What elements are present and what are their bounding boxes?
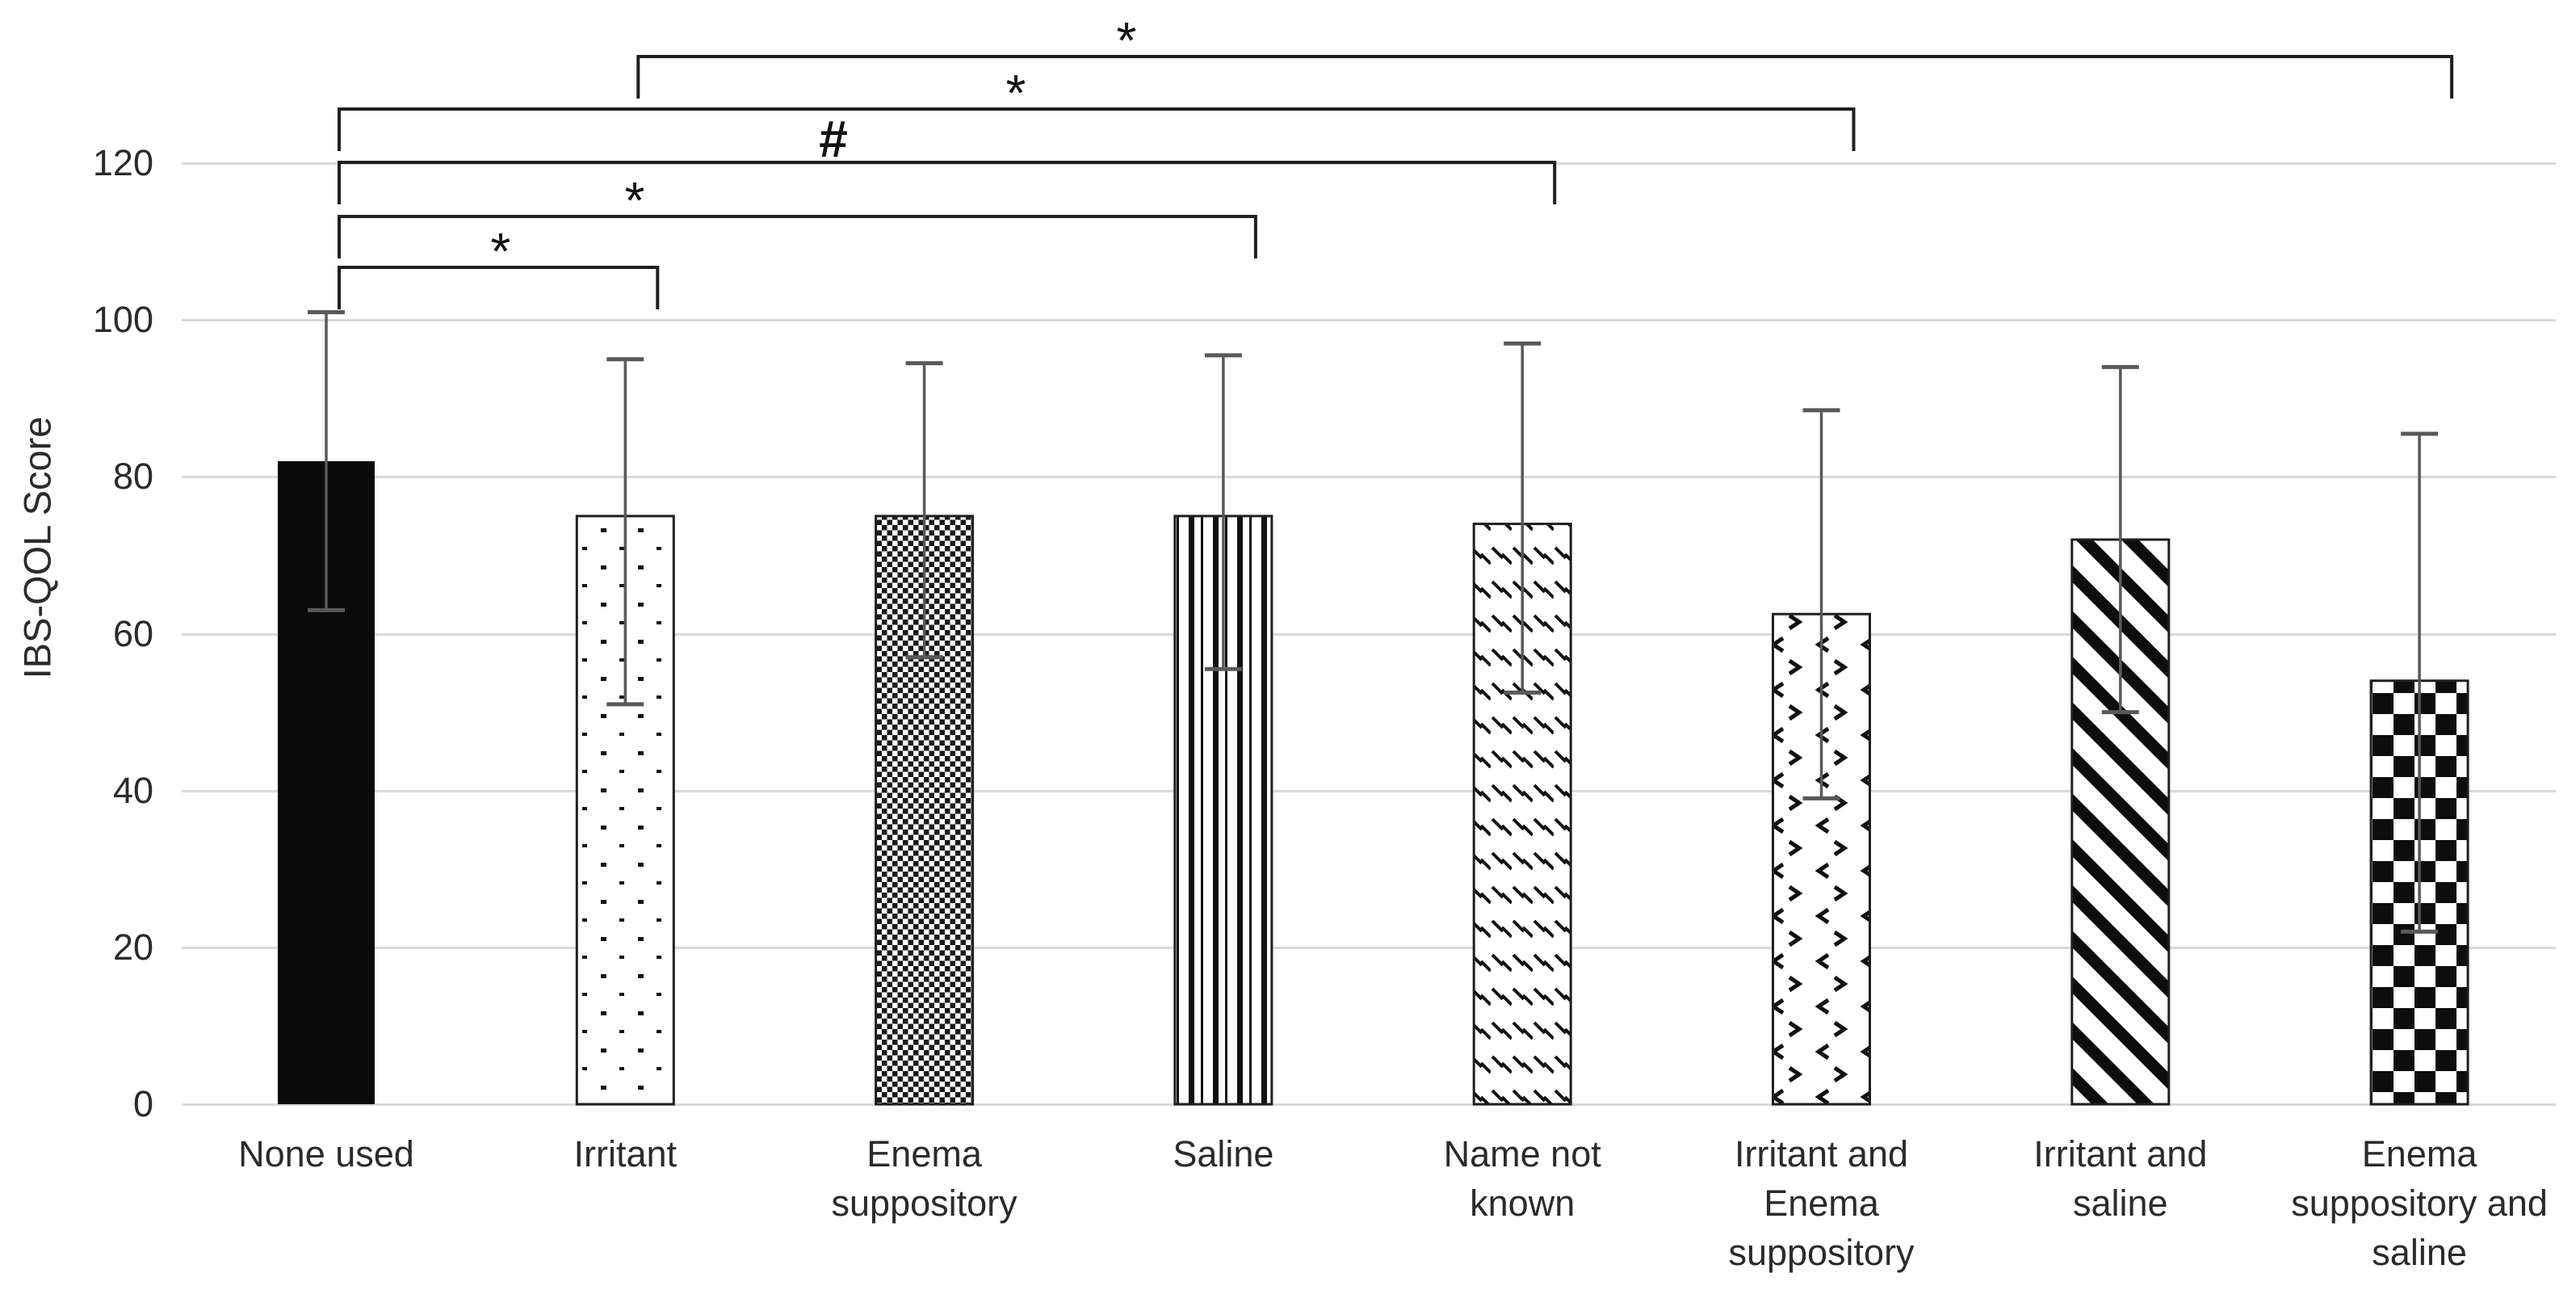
- gridline-20: [182, 946, 2556, 949]
- category-label-line: None used: [238, 1133, 414, 1174]
- significance-bracket-none-used-to-name-not-known: [338, 161, 1557, 204]
- category-label-line: suppository: [831, 1183, 1017, 1224]
- category-label-line: Saline: [1173, 1133, 1274, 1174]
- category-label-irritant-and-saline: Irritant and saline: [1943, 1129, 2298, 1228]
- category-label-line: Irritant: [573, 1133, 678, 1174]
- category-label-line: suppository and: [2291, 1183, 2548, 1224]
- category-label-line: Enema: [2361, 1133, 2477, 1174]
- category-label-saline: Saline: [1046, 1129, 1401, 1179]
- y-tick-label-40: 40: [112, 769, 153, 811]
- category-label-line: known: [1470, 1183, 1575, 1224]
- category-label-name-not-known: Name not known: [1345, 1129, 1700, 1228]
- category-label-line: Enema: [866, 1133, 982, 1174]
- category-label-enema-suppository-and-saline: Enema suppository and saline: [2242, 1129, 2576, 1277]
- category-label-line: Enema: [1764, 1183, 1879, 1224]
- gridline-40: [182, 789, 2556, 792]
- category-label-line: Irritant and: [1734, 1133, 1909, 1174]
- significance-bracket-irritant-to-enema-suppository-and-saline: [636, 55, 2454, 99]
- significance-bracket-none-used-to-saline: [338, 215, 1257, 258]
- gridline-80: [182, 476, 2556, 479]
- significance-label-3: #: [819, 110, 848, 168]
- significance-bracket-none-used-to-irritant-and-enema-suppository: [338, 107, 1856, 151]
- category-label-line: saline: [2073, 1183, 2168, 1224]
- y-tick-label-20: 20: [112, 926, 153, 968]
- category-label-none-used: None used: [149, 1129, 504, 1179]
- significance-label-4: *: [624, 171, 645, 229]
- y-tick-label-0: 0: [132, 1083, 153, 1124]
- category-label-irritant: Irritant: [447, 1129, 803, 1179]
- gridline-0: [182, 1103, 2556, 1106]
- category-label-line: Irritant and: [2033, 1133, 2208, 1174]
- y-tick-label-120: 120: [92, 142, 153, 183]
- significance-label-5: *: [490, 222, 511, 280]
- y-tick-label-100: 100: [92, 299, 153, 341]
- gridline-60: [182, 632, 2556, 636]
- gridline-100: [182, 319, 2556, 322]
- category-label-enema-suppository: Enema suppository: [747, 1129, 1102, 1228]
- category-label-line: saline: [2372, 1232, 2467, 1273]
- significance-bracket-none-used-to-irritant: [338, 266, 660, 309]
- y-tick-label-80: 80: [112, 456, 153, 498]
- y-tick-label-60: 60: [112, 612, 153, 654]
- category-label-line: suppository: [1728, 1232, 1915, 1273]
- significance-label-1: *: [1116, 11, 1137, 69]
- category-label-line: Name not: [1443, 1133, 1601, 1174]
- y-axis-title: IBS-QOL Score: [15, 416, 59, 679]
- significance-label-2: *: [1005, 64, 1026, 122]
